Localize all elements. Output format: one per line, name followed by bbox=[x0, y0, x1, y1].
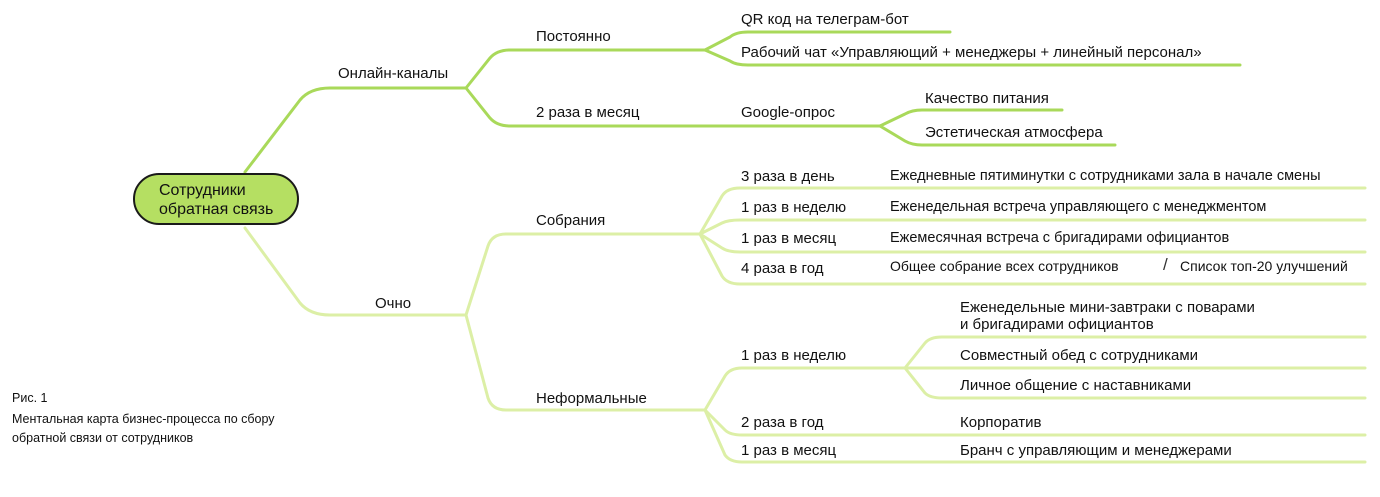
separator-slash: / bbox=[1163, 255, 1168, 274]
node-chat[interactable]: Рабочий чат «Управляющий + менеджеры + л… bbox=[741, 44, 1202, 61]
branch-twice-month bbox=[464, 86, 882, 128]
node-online[interactable]: Онлайн-каналы bbox=[338, 65, 449, 82]
node-offline[interactable]: Очно bbox=[375, 295, 412, 312]
branch-aesthetic bbox=[878, 124, 1117, 147]
caption-line: обратной связи от сотрудников bbox=[12, 431, 194, 445]
breakfast-line2: и бригадирами официантов bbox=[960, 316, 1154, 333]
node-aesthetic[interactable]: Эстетическая атмосфера bbox=[925, 124, 1103, 141]
node-informal[interactable]: Неформальные bbox=[536, 390, 647, 407]
node-lunch[interactable]: Совместный обед с сотрудниками bbox=[960, 347, 1199, 364]
branch-m2 bbox=[698, 218, 1367, 236]
root-line1: Сотрудники bbox=[159, 182, 246, 199]
meeting-text[interactable]: Ежемесячная встреча с бригадирами официа… bbox=[890, 230, 1230, 246]
branch-chat bbox=[703, 48, 1242, 67]
root-line2: обратная связь bbox=[159, 201, 274, 218]
meeting-freq[interactable]: 1 раз в неделю bbox=[741, 199, 847, 216]
node-google-survey[interactable]: Google-опрос bbox=[741, 104, 836, 121]
informal-text[interactable]: Бранч с управляющим и менеджерами bbox=[960, 442, 1232, 459]
meeting-freq[interactable]: 3 раза в день bbox=[741, 168, 835, 185]
informal-freq[interactable]: 1 раз в неделю bbox=[741, 347, 847, 364]
branch-yearly bbox=[703, 408, 1367, 437]
branch-m4 bbox=[698, 232, 1367, 286]
informal-text[interactable]: Корпоратив bbox=[960, 414, 1042, 431]
branch-mentor bbox=[903, 366, 1367, 400]
informal-freq[interactable]: 2 раза в год bbox=[741, 414, 824, 431]
meeting-freq[interactable]: 4 раза в год bbox=[741, 260, 824, 277]
branch-breakfast bbox=[903, 335, 1367, 370]
branch-online bbox=[243, 86, 468, 174]
meeting-text[interactable]: Ежедневные пятиминутки с сотрудниками за… bbox=[890, 168, 1321, 184]
branch-always bbox=[464, 48, 707, 90]
branch-monthly bbox=[703, 408, 1367, 464]
breakfast-line1: Еженедельные мини-завтраки с поварами bbox=[960, 299, 1255, 316]
node-mentor[interactable]: Личное общение с наставниками bbox=[960, 377, 1192, 394]
informal-freq[interactable]: 1 раз в месяц bbox=[741, 442, 837, 459]
branch-weekly bbox=[703, 366, 907, 412]
node-always[interactable]: Постоянно bbox=[536, 28, 611, 45]
caption-figure: Рис. 1 bbox=[12, 391, 48, 405]
node-qr[interactable]: QR код на телеграм-бот bbox=[741, 11, 909, 28]
node-breakfast[interactable]: Еженедельные мини-завтраки с поварами и … bbox=[960, 299, 1255, 333]
branch-m1 bbox=[698, 186, 1367, 236]
root-node[interactable]: Сотрудники обратная связь bbox=[133, 173, 299, 225]
node-meetings[interactable]: Собрания bbox=[536, 212, 606, 229]
branch-quality bbox=[878, 108, 1064, 128]
meeting-freq[interactable]: 1 раз в месяц bbox=[741, 230, 837, 247]
meeting-text[interactable]: Еженедельная встреча управляющего с мене… bbox=[890, 199, 1267, 215]
meeting-text[interactable]: Общее собрание всех сотрудников bbox=[890, 258, 1119, 274]
branch-offline bbox=[243, 226, 468, 317]
caption-line: Ментальная карта бизнес-процесса по сбор… bbox=[12, 412, 275, 426]
branch-qr bbox=[703, 30, 952, 52]
branch-m3 bbox=[698, 232, 1367, 254]
meeting-extra[interactable]: Список топ-20 улучшений bbox=[1180, 258, 1348, 274]
node-twice-month[interactable]: 2 раза в месяц bbox=[536, 104, 640, 121]
node-quality[interactable]: Качество питания bbox=[925, 90, 1049, 107]
branch-informal bbox=[464, 313, 707, 412]
branch-meetings bbox=[464, 232, 702, 317]
